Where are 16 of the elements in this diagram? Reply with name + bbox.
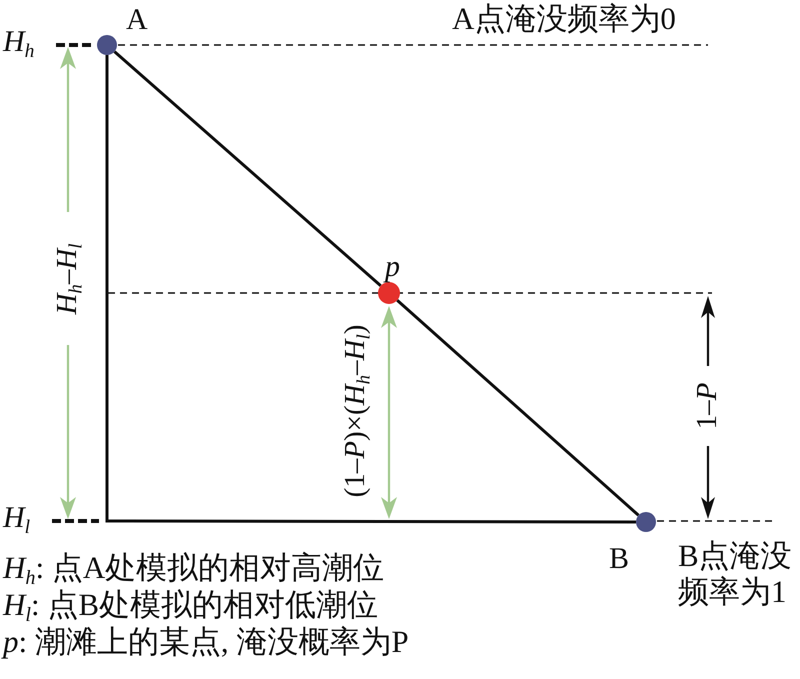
dot-icon (636, 512, 656, 532)
connector-line (114, 50, 382, 287)
legend-text: p: 潮滩上的某点, 淹没概率为P (3, 625, 409, 660)
dot-icon (378, 282, 400, 304)
point-label: p (385, 250, 400, 283)
level-label: H$_{h}$ (3, 25, 34, 58)
legend-text: H$_{l}$: 点B处模拟的相对低潮位 (3, 588, 378, 622)
level-label: H$_{l}$ (3, 501, 30, 534)
point-label: A (126, 3, 148, 36)
connector-line (396, 299, 640, 516)
legend-text: H$_{h}$: 点A处模拟的相对高潮位 (3, 551, 384, 586)
note-text: B点淹没频率为1 (678, 538, 793, 610)
connector-line (106, 55, 636, 524)
dot-icon (97, 35, 117, 55)
note-text: A点淹没频率为0 (452, 2, 676, 36)
point-label: B (609, 542, 630, 575)
